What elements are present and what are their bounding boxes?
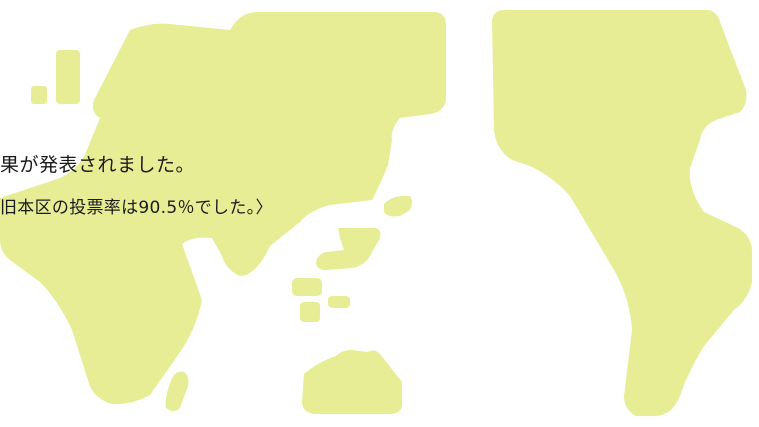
land-shapes	[0, 10, 752, 416]
land-madagascar	[165, 371, 189, 411]
land-japan-shikoku	[328, 296, 350, 308]
news-text-line-2: 旧本区の投票率は90.5％でした。〉	[0, 198, 273, 218]
land-islet-small	[31, 86, 47, 104]
land-japan-kyushu	[292, 278, 322, 296]
news-text-line-1: 果が発表されました。	[0, 154, 196, 176]
land-islet-ryukyu	[300, 302, 320, 322]
land-australia	[302, 350, 402, 414]
land-japan-honshu	[316, 228, 381, 270]
land-japan-north	[384, 196, 412, 217]
land-islet-tall	[56, 50, 80, 104]
land-americas	[492, 10, 752, 416]
land-eurasia-africa	[0, 12, 446, 405]
